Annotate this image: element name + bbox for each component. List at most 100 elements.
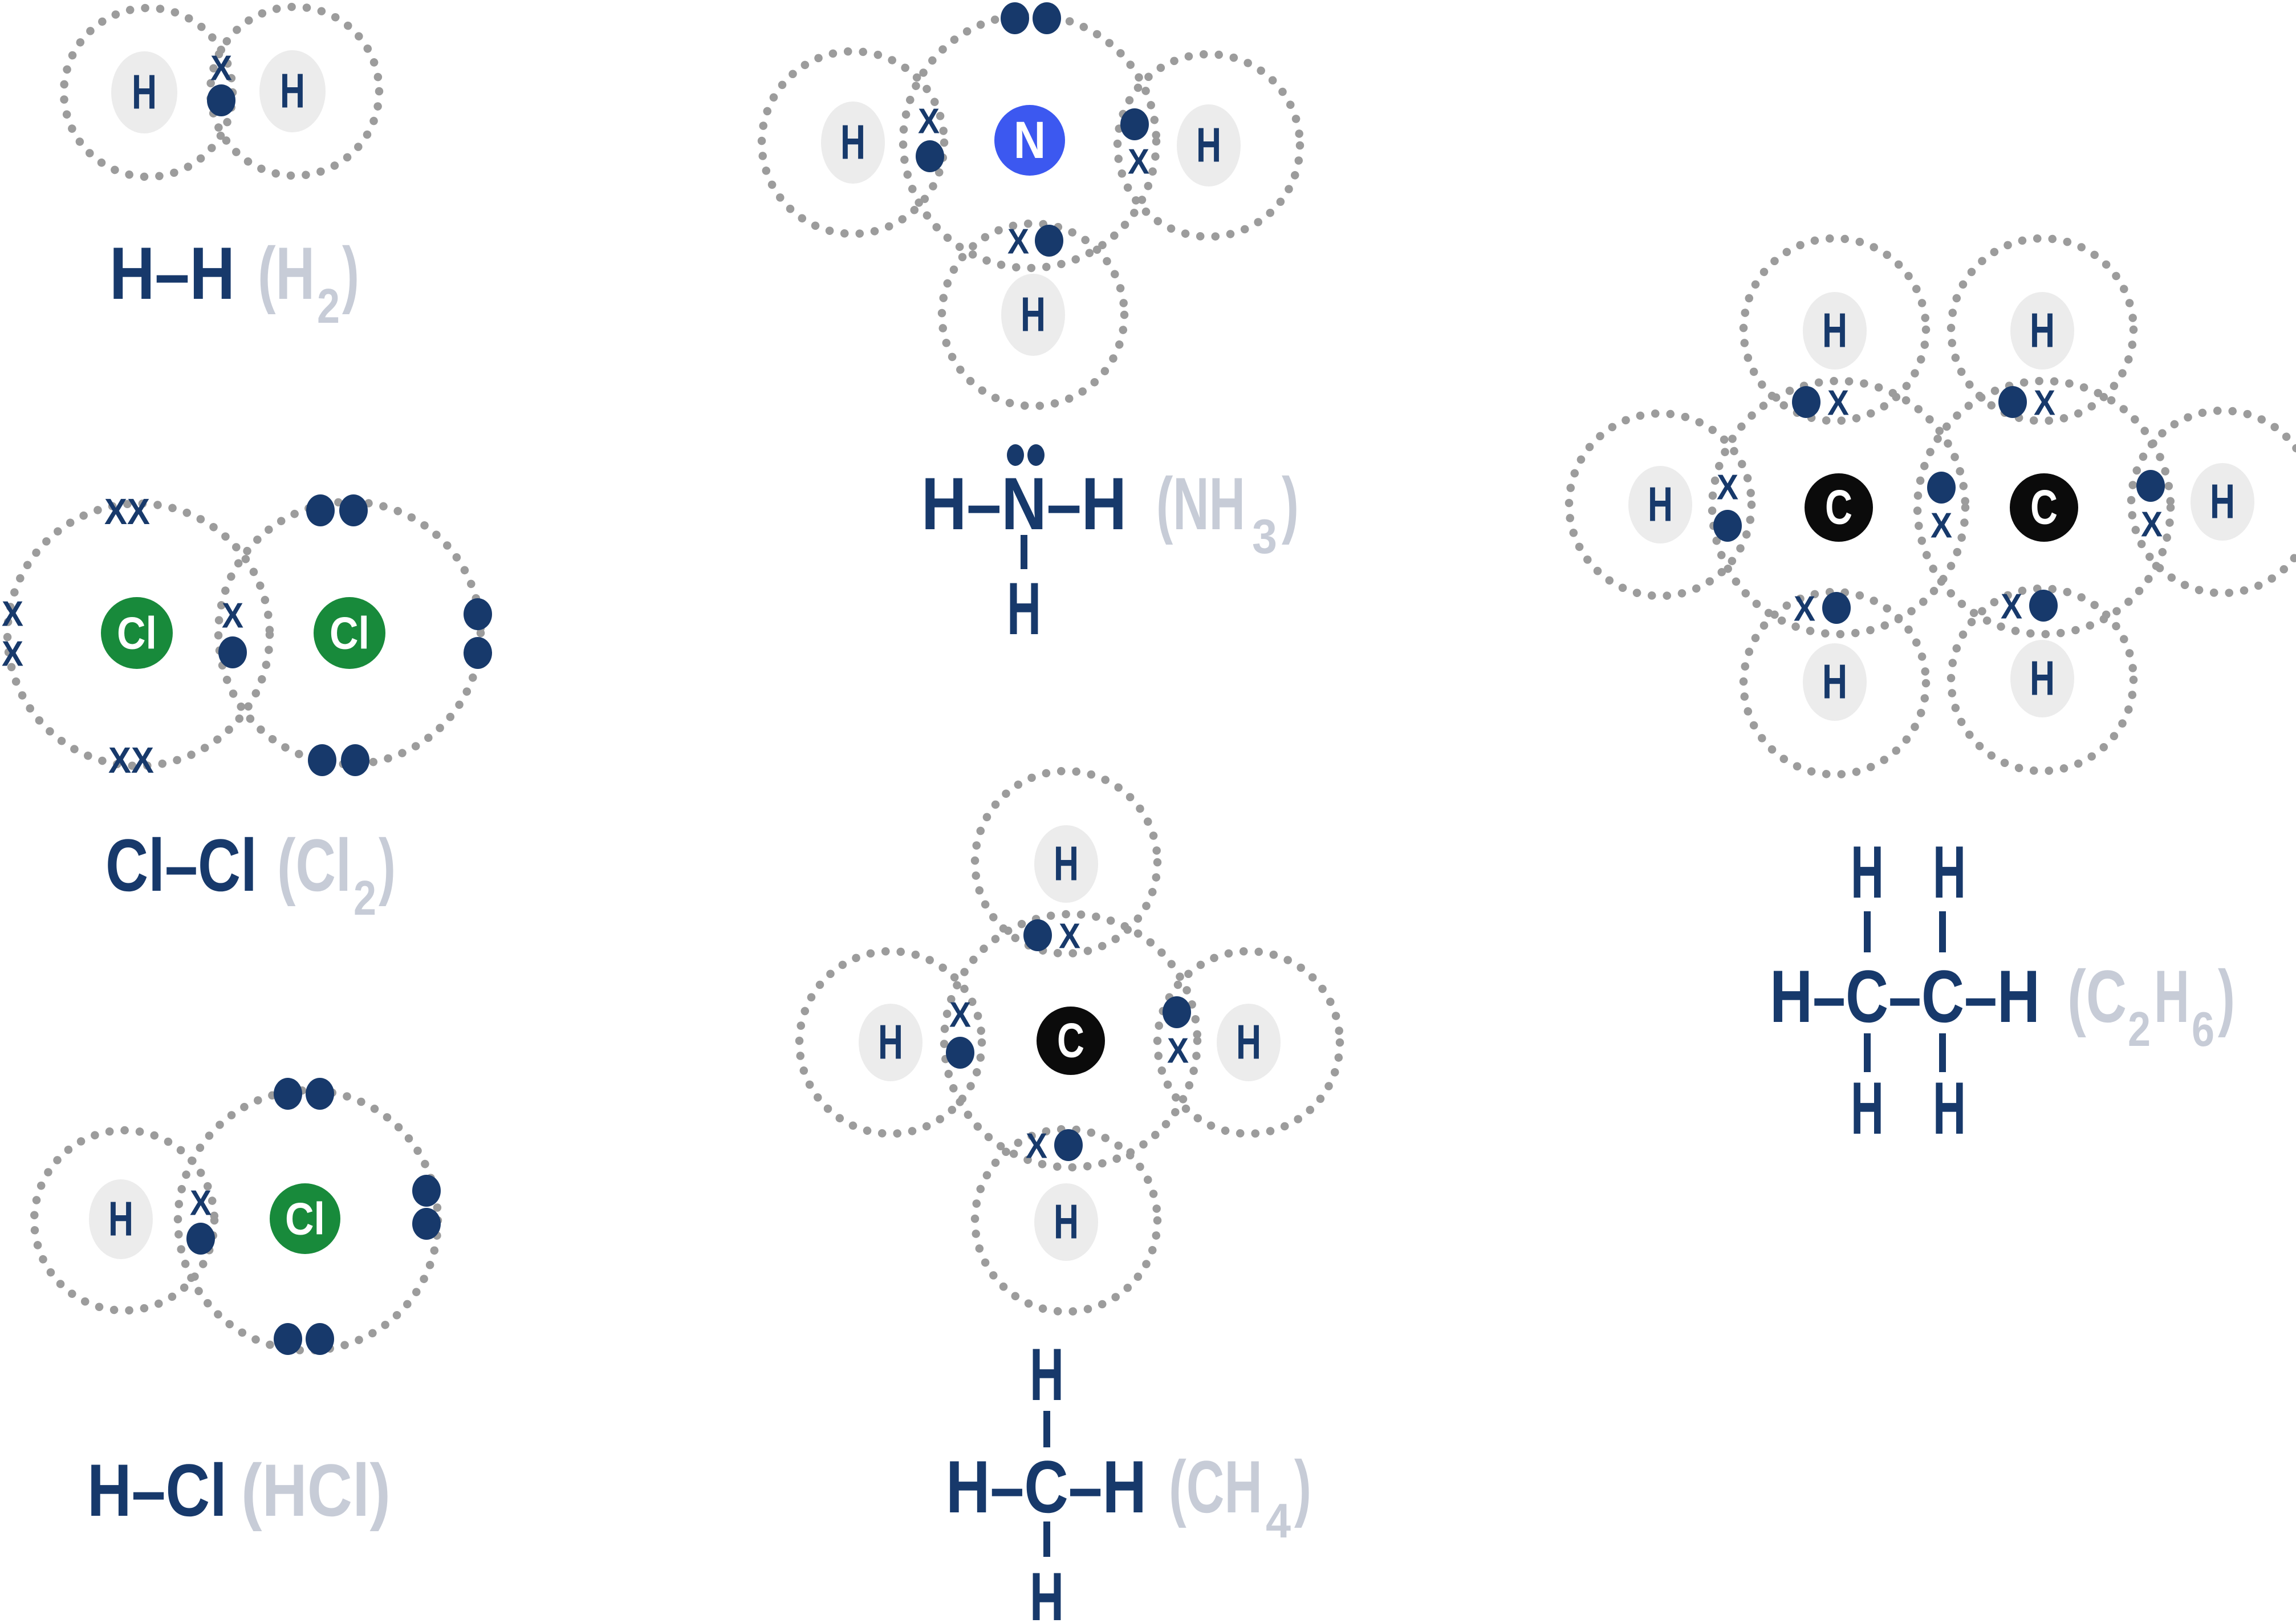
electron-dot [1163, 996, 1191, 1028]
bond-line [1864, 1033, 1871, 1072]
lone-pair [306, 494, 492, 776]
atom-symbol: H [2030, 652, 2055, 706]
electron-dot [306, 1323, 334, 1355]
hydrogen-atom [2010, 640, 2074, 717]
h2-diagram: H H X [59, 2, 384, 181]
lone-pair [274, 1078, 441, 1355]
formula-label: ) [379, 823, 396, 907]
atom-symbol: N [1014, 111, 1046, 169]
electron-cross: X [1717, 468, 1738, 508]
structure-label: H–N–H [921, 462, 1127, 545]
electron-shell [899, 10, 1161, 273]
electron-cross: X [2034, 384, 2055, 423]
electron-dot [308, 744, 336, 776]
formula-subscript: 2 [353, 871, 376, 926]
formula-subscript: 2 [317, 279, 340, 334]
formula-label: (NH [1156, 462, 1245, 545]
formula-label: ) [2218, 955, 2235, 1038]
formula-subscript: 4 [1266, 1494, 1291, 1548]
hydrogen-atom [1034, 1183, 1098, 1261]
atom-symbol: H [2210, 475, 2235, 529]
atom-symbol: H [108, 1192, 133, 1247]
electron-dot [1001, 2, 1029, 34]
electron-dot [916, 140, 944, 172]
formula-label: ) [1294, 1445, 1311, 1528]
electron-cross: X [949, 996, 971, 1035]
shared-pair: X [186, 1184, 215, 1255]
electron-cross: X [222, 597, 243, 636]
structure-label: H–C–H [946, 1445, 1147, 1528]
atom-symbol: Cl [285, 1194, 325, 1244]
shared-pair: X [1120, 108, 1149, 182]
electron-dot [1998, 386, 2027, 418]
chlorine-atom [101, 597, 173, 669]
electron-dot [306, 1078, 334, 1110]
chlorine-atom [314, 597, 385, 669]
electron-dot [274, 1323, 302, 1355]
formula-subscript: 3 [1252, 510, 1277, 564]
formula-label: (CH [1169, 1445, 1262, 1528]
electron-dot [306, 494, 335, 526]
electron-dot [464, 637, 492, 669]
atom-symbol: H [1054, 1195, 1079, 1249]
carbon-atom [2010, 473, 2078, 542]
electron-shell [1946, 584, 2138, 776]
ch4-diagram: H H H H C X X X X [795, 766, 1344, 1316]
electron-dot [412, 1175, 441, 1207]
hydrogen-atom [259, 50, 326, 132]
electron-cross-pair: XX [104, 491, 150, 532]
electron-dot [1822, 592, 1851, 624]
structure-label: H [1851, 830, 1884, 914]
bond-line [1864, 911, 1871, 952]
electron-cross: X [1026, 1127, 1047, 1166]
atom-symbol: H [840, 116, 865, 170]
shared-pair: X [1927, 472, 1956, 546]
nh3-diagram: H H H N X X X [757, 2, 1305, 411]
electron-dot [464, 598, 492, 630]
structure-label: H–C–C–H [1770, 955, 2040, 1038]
electron-cross: X [1794, 590, 1815, 629]
electron-dot [339, 494, 368, 526]
formula-subscript: 6 [2192, 1003, 2214, 1057]
atom-symbol: H [1648, 478, 1673, 532]
formula-subscript: 2 [2128, 1003, 2151, 1057]
hydrogen-atom [1001, 274, 1065, 356]
electron-shell [1113, 50, 1305, 241]
electron-shell [757, 47, 949, 238]
shared-pair: X [1713, 468, 1742, 542]
lone-pair: XX X X XX [2, 491, 154, 781]
atom-symbol: H [1822, 304, 1847, 358]
electron-dot [1120, 108, 1149, 140]
formula-label: ) [342, 232, 359, 315]
electron-dot [341, 744, 369, 776]
electron-shell [1564, 409, 1756, 600]
bond-line [1021, 535, 1027, 569]
hydrogen-atom [1217, 1004, 1281, 1081]
electron-cross: X [2141, 505, 2163, 545]
electron-cross: X [1167, 1032, 1189, 1071]
atom-symbol: H [2030, 304, 2055, 358]
electron-shell [1739, 234, 1931, 425]
structure-label: H–Cl [87, 1448, 227, 1532]
electron-dot [207, 84, 235, 116]
shared-pair: X [1163, 996, 1191, 1071]
lone-pair [1001, 2, 1061, 34]
h2-label: H–H (H 2 ) [109, 232, 359, 334]
electron-cross: X [2, 635, 23, 674]
atom-symbol: H [1822, 655, 1847, 709]
hydrogen-atom [89, 1179, 153, 1259]
electron-cross: X [1059, 917, 1080, 956]
atom-symbol: H [878, 1016, 903, 1070]
formula-label: (C [2067, 955, 2127, 1038]
atom-symbol: C [1825, 481, 1852, 535]
shared-pair: X [1794, 590, 1851, 629]
hydrogen-atom [1034, 825, 1098, 903]
structure-label: H [1007, 567, 1041, 650]
cl2-label: Cl–Cl (Cl 2 ) [105, 823, 396, 926]
hydrogen-atom [1177, 104, 1241, 186]
electron-dot [1054, 1129, 1083, 1161]
electron-cross: X [190, 1184, 212, 1223]
structure-label: H [1030, 1333, 1064, 1416]
electron-dot [274, 1078, 302, 1110]
hcl-label: H–Cl (HCl) [87, 1448, 391, 1532]
